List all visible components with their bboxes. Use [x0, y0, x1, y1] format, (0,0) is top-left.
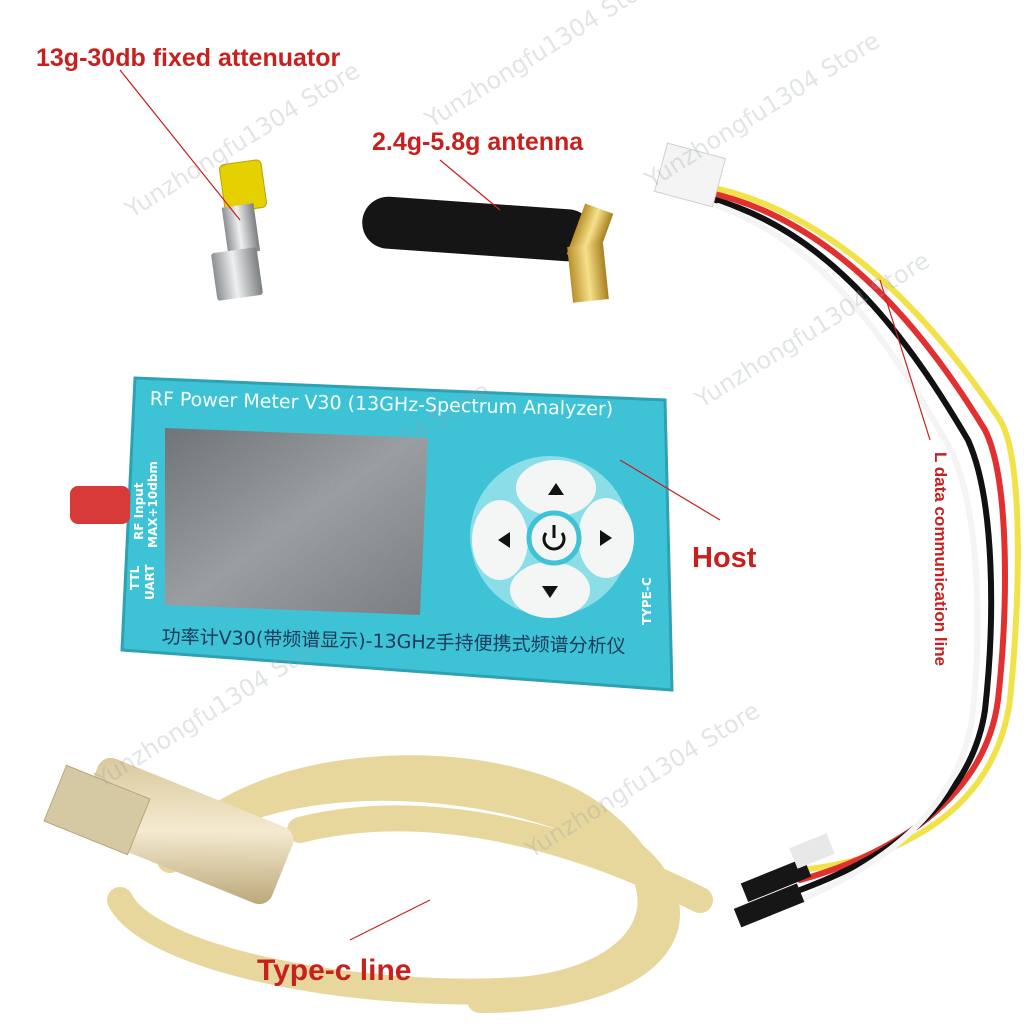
device-screen — [165, 428, 428, 615]
uart-label: UART — [143, 564, 157, 600]
typec-line-callout: Type-c line — [257, 954, 412, 987]
antenna-callout: 2.4g-5.8g antenna — [372, 128, 584, 156]
ttl-label: TTL — [128, 565, 142, 590]
data-line-callout: L data communication line — [931, 452, 950, 667]
usb-plug-image — [43, 757, 294, 905]
callout-lines — [119, 69, 931, 941]
data-cable-image — [653, 142, 1021, 928]
rf-input-label: RF Input — [132, 482, 146, 541]
attenuator-image — [211, 159, 267, 301]
host-device — [70, 376, 674, 692]
max-input-label: MAX+10dbm — [146, 461, 160, 548]
antenna-image — [362, 196, 614, 303]
attenuator-callout: 13g-30db fixed attenuator — [36, 44, 341, 72]
type-c-label: TYPE-C — [640, 577, 654, 625]
typec-cable-image — [107, 755, 713, 1013]
rf-input-connector — [70, 486, 130, 524]
host-callout: Host — [692, 542, 757, 574]
